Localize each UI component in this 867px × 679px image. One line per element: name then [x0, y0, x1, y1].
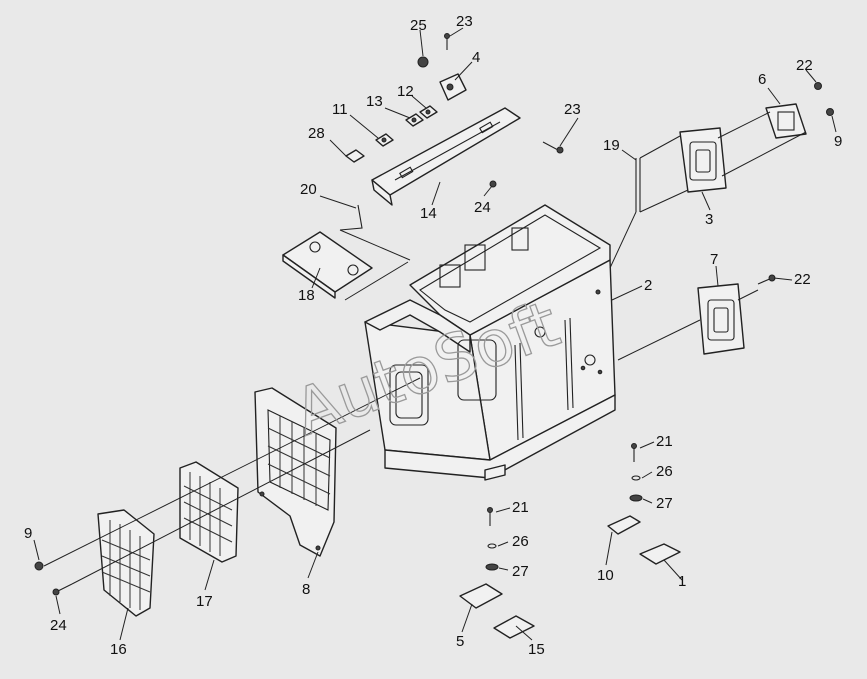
rod-19: [635, 158, 641, 212]
bolts: [34, 33, 834, 596]
callout-4: 4: [472, 49, 480, 66]
mounting-rail-14: [371, 107, 521, 206]
callout-20: 20: [300, 181, 317, 198]
callout-6: 6: [758, 71, 766, 88]
callout-8: 8: [302, 581, 310, 598]
callout-15: 15: [528, 641, 545, 658]
callout-24-bottom: 24: [50, 617, 67, 634]
hinge-bracket-4: [439, 73, 467, 101]
callout-labels: 1 2 3 4 5 6 7 8 9 9 10 11 12 13 14 15 16…: [24, 13, 842, 658]
leader-lines: [43, 111, 807, 585]
callout-22-top: 22: [796, 57, 813, 74]
cover-plate-18: [282, 204, 373, 299]
callout-21-left: 21: [512, 499, 529, 516]
callout-24-top: 24: [474, 199, 491, 216]
plate-6: [765, 103, 807, 139]
callout-25: 25: [410, 17, 427, 34]
callout-16: 16: [110, 641, 127, 658]
callout-19: 19: [603, 137, 620, 154]
callout-23-mid: 23: [564, 101, 581, 118]
callout-7: 7: [710, 251, 718, 268]
callout-17: 17: [196, 593, 213, 610]
grille-16: [97, 509, 155, 617]
callout-9-left: 9: [24, 525, 32, 542]
callout-21-right: 21: [656, 433, 673, 450]
small-pads: [345, 105, 438, 163]
callout-26-left: 26: [512, 533, 529, 550]
callout-9-right: 9: [834, 133, 842, 150]
callout-10: 10: [597, 567, 614, 584]
callout-3: 3: [705, 211, 713, 228]
callout-1: 1: [678, 573, 686, 590]
callout-22-mid: 22: [794, 271, 811, 288]
frame-7: [697, 283, 745, 355]
callout-27-right: 27: [656, 495, 673, 512]
callout-14: 14: [420, 205, 437, 222]
mesh-panel-17: [179, 461, 239, 563]
callout-12: 12: [397, 83, 414, 100]
main-housing-box: [364, 204, 616, 481]
callout-2: 2: [644, 277, 652, 294]
frame-3: [679, 127, 727, 193]
callout-11: 11: [332, 101, 348, 118]
bottom-hardware: [459, 443, 681, 639]
callout-23-top: 23: [456, 13, 473, 30]
callout-18: 18: [298, 287, 315, 304]
callout-28: 28: [308, 125, 325, 142]
callout-13: 13: [366, 93, 383, 110]
callout-5: 5: [456, 633, 464, 650]
callout-27-left: 27: [512, 563, 529, 580]
callout-26-right: 26: [656, 463, 673, 480]
callout-leaders: [33, 27, 837, 641]
